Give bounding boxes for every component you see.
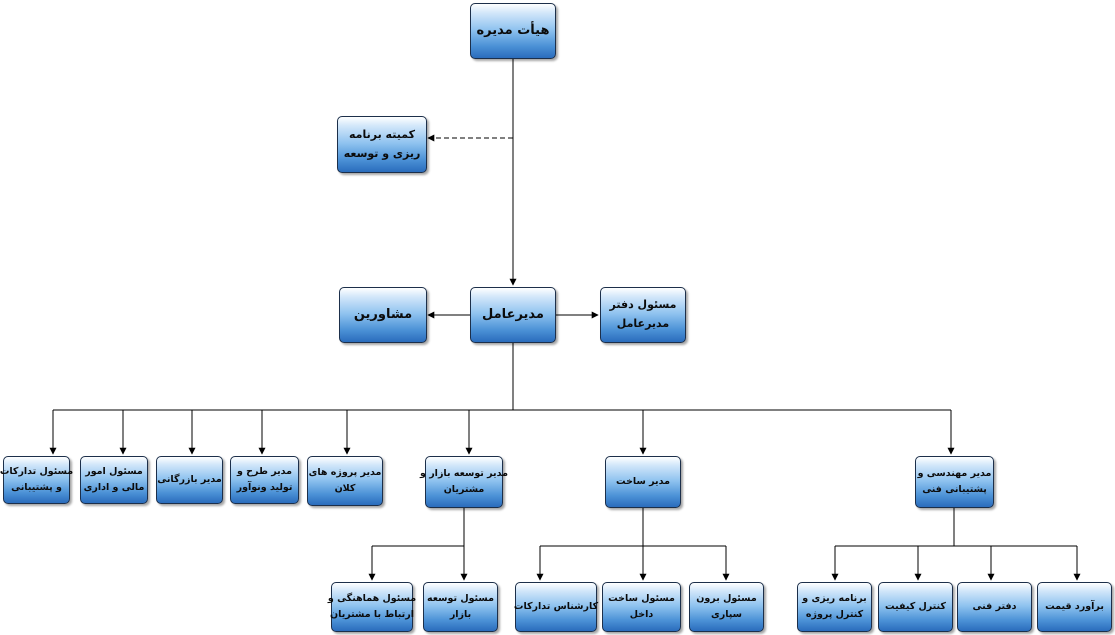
node-committee-line-2: ریزی و توسعه [343, 146, 421, 160]
node-committee-line-1: کمیته برنامه [349, 127, 415, 141]
node-procurement-line-1: مسئول تدارکات [0, 465, 74, 477]
node-commercial-line-1: مدیر بازرگانی [157, 473, 222, 485]
node-ceo-office-line-1: مسئول دفتر [609, 298, 677, 312]
node-coordination-line-1: مسئول هماهنگی و [327, 592, 417, 604]
node-procurement-line-2: و پشتیبانی [11, 482, 62, 493]
node-market-dev: مدیر توسعه بازار و مشتریان [420, 456, 508, 508]
node-engineering-line-1: مدیر مهندسی و [917, 467, 992, 479]
node-ceo: مدیرعامل [470, 287, 556, 343]
node-internal-build-line-1: مسئول ساخت [608, 592, 675, 604]
node-advisors: مشاورین [339, 287, 427, 343]
node-mega-projects-line-1: مدیر پروژه های [308, 466, 382, 478]
node-outsourcing-line-2: سپاری [711, 609, 742, 620]
node-procurement: مسئول تدارکات و پشتیبانی [0, 456, 74, 504]
node-market-officer: مسئول توسعه بازار [423, 582, 498, 632]
node-finance: مسئول امور مالی و اداری [80, 456, 148, 504]
node-coordination: مسئول هماهنگی و ارتباط با مشتریان [327, 582, 417, 632]
node-estimation-line-1: برآورد قیمت [1045, 600, 1104, 612]
node-commercial: مدیر بازرگانی [156, 456, 223, 504]
node-planning-control: برنامه ریزی و کنترل پروژه [797, 582, 872, 632]
node-planning-control-line-1: برنامه ریزی و [802, 592, 867, 604]
node-coordination-line-2: ارتباط با مشتریان [330, 609, 414, 620]
node-market-officer-line-2: بازار [449, 609, 472, 620]
node-design-line-2: تولید ونوآور [236, 482, 293, 493]
node-quality-control-line-1: کنترل کیفیت [885, 600, 946, 612]
node-market-officer-line-1: مسئول توسعه [427, 592, 494, 604]
node-mega-projects-line-2: کلان [334, 483, 356, 494]
node-tech-office-line-1: دفتر فنی [972, 600, 1017, 612]
node-market-dev-line-2: مشتریان [443, 484, 485, 495]
node-finance-line-1: مسئول امور [85, 465, 143, 477]
node-mega-projects: مدیر پروژه های کلان [307, 456, 383, 506]
node-engineering-line-2: پشتیبانی فنی [922, 484, 987, 495]
node-procurement-expert: کارشناس تدارکات [513, 582, 599, 632]
node-board-line-1: هیأت مدیره [476, 22, 550, 38]
node-design: مدیر طرح و تولید ونوآور [230, 456, 299, 504]
node-ceo-line-1: مدیرعامل [482, 306, 544, 322]
node-outsourcing: مسئول برون سپاری [689, 582, 764, 632]
node-procurement-expert-line-1: کارشناس تدارکات [513, 600, 599, 612]
node-design-line-1: مدیر طرح و [236, 465, 293, 477]
node-engineering: مدیر مهندسی و پشتیبانی فنی [915, 456, 994, 508]
node-outsourcing-line-1: مسئول برون [696, 592, 757, 604]
node-construction: مدیر ساخت [605, 456, 681, 508]
node-tech-office: دفتر فنی [957, 582, 1032, 632]
node-internal-build-line-2: داخل [629, 609, 654, 620]
node-construction-line-1: مدیر ساخت [616, 475, 670, 487]
node-board: هیأت مدیره [470, 3, 556, 59]
node-advisors-line-1: مشاورین [353, 306, 413, 322]
node-planning-control-line-2: کنترل پروژه [805, 609, 864, 620]
node-estimation: برآورد قیمت [1037, 582, 1112, 632]
node-ceo-office-line-2: مدیرعامل [616, 317, 670, 330]
node-committee: کمیته برنامه ریزی و توسعه [337, 116, 427, 173]
node-quality-control: کنترل کیفیت [878, 582, 953, 632]
node-finance-line-2: مالی و اداری [83, 482, 145, 493]
node-internal-build: مسئول ساخت داخل [602, 582, 681, 632]
node-market-dev-line-1: مدیر توسعه بازار و [420, 467, 508, 479]
node-ceo-office: مسئول دفتر مدیرعامل [600, 287, 686, 343]
